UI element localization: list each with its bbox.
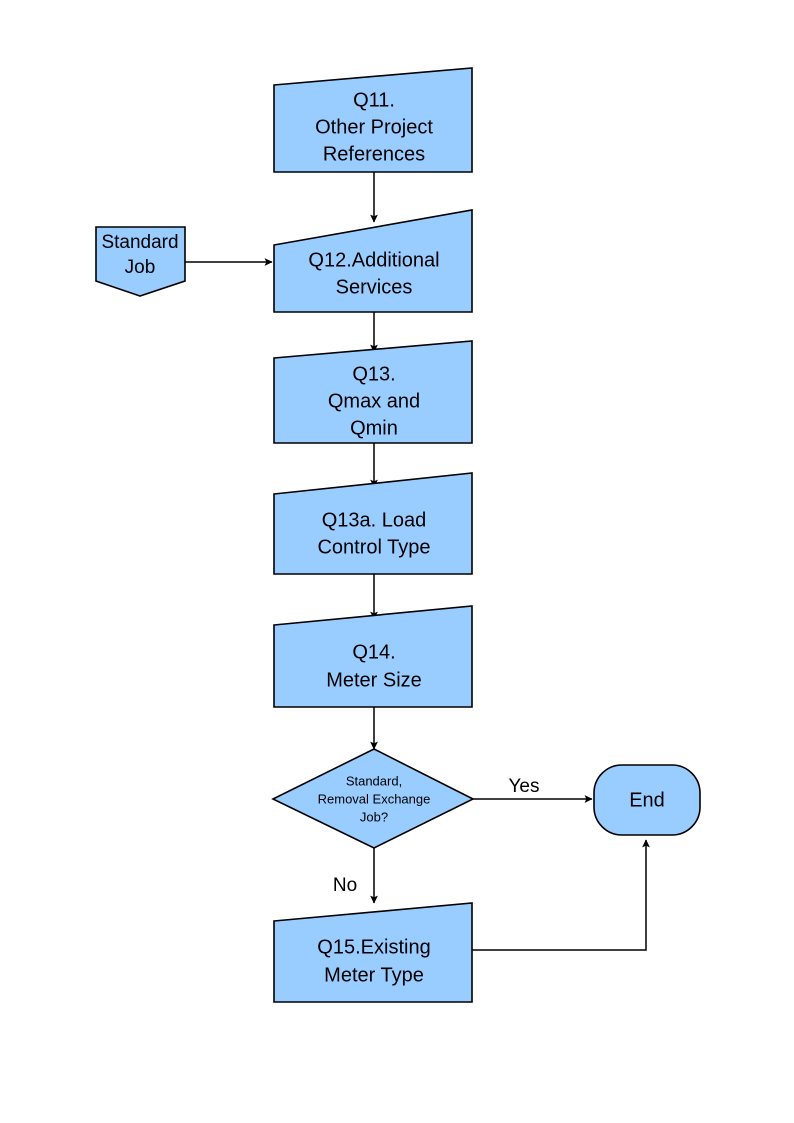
q13-label-line-2: Qmax and — [328, 390, 420, 412]
decision-label-line-1: Standard, — [346, 773, 402, 788]
q11-label-line-3: References — [323, 143, 425, 165]
q15-label-line-2: Meter Type — [324, 964, 424, 986]
node-q13[interactable]: Q13. Qmax and Qmin — [273, 340, 473, 444]
node-standard-job[interactable]: Standard Job — [95, 226, 186, 297]
standard-job-label-line-2: Job — [125, 257, 156, 278]
node-q11[interactable]: Q11. Other Project References — [273, 67, 473, 173]
edge-label-no: No — [333, 875, 357, 896]
q13a-label-line-1: Q13a. Load — [322, 509, 427, 531]
q13-shape-data-slanted-top — [273, 340, 473, 444]
q11-shape-data-slanted-top — [273, 67, 473, 173]
q13-label-line-3: Qmin — [350, 417, 398, 439]
node-end[interactable]: End — [593, 764, 701, 836]
q13-label-line-1: Q13. — [352, 363, 395, 385]
q13a-shape-data-slanted-top — [273, 472, 473, 575]
q11-label-line-2: Other Project — [315, 116, 433, 138]
q12-label-line-1: Q12.Additional — [308, 249, 439, 271]
q12-label-line-2: Services — [336, 276, 413, 298]
q11-label-line-1: Q11. — [353, 89, 395, 111]
decision-shape-diamond — [271, 748, 475, 849]
q15-shape-data-slanted-top — [273, 902, 473, 1003]
q15-label-line-1: Q15.Existing — [317, 936, 430, 958]
decision-label-line-3: Job? — [360, 809, 388, 824]
standard-job-label-line-1: Standard — [101, 232, 178, 253]
node-decision-standard-removal-exchange-job[interactable]: Standard, Removal Exchange Job? — [271, 748, 475, 849]
end-label: End — [629, 789, 665, 811]
q12-shape-data-slanted-top — [273, 209, 473, 313]
node-q15[interactable]: Q15.Existing Meter Type — [273, 902, 473, 1003]
q13a-label-line-2: Control Type — [317, 536, 430, 558]
q14-label-line-2: Meter Size — [326, 669, 422, 691]
standard-job-shape-chevron-bottom — [95, 226, 186, 297]
edge-label-yes: Yes — [509, 776, 540, 797]
end-shape-rounded-terminator — [593, 764, 701, 836]
edge-q15-to-end — [472, 839, 650, 951]
node-q12[interactable]: Q12.Additional Services — [273, 209, 473, 313]
node-q13a[interactable]: Q13a. Load Control Type — [273, 472, 473, 575]
decision-label-line-2: Removal Exchange — [318, 791, 431, 806]
q14-label-line-1: Q14. — [352, 641, 395, 663]
node-q14[interactable]: Q14. Meter Size — [273, 605, 473, 708]
q14-shape-data-slanted-top — [273, 605, 473, 708]
